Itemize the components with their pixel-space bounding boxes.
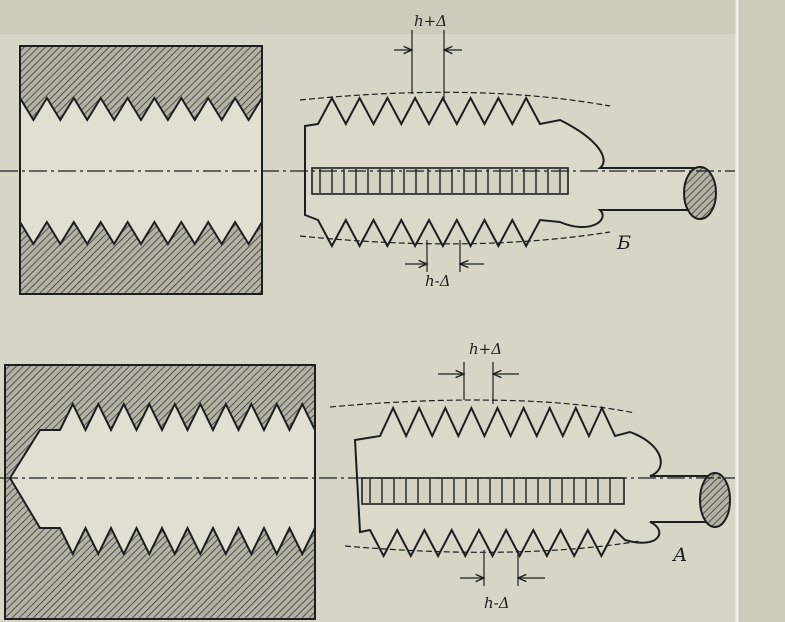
dimension-top-upper [394, 30, 462, 100]
dimension-label-top-upper: h+Δ [414, 12, 448, 30]
dimension-label-top-lower: h-Δ [425, 272, 451, 290]
dimension-top-lower [405, 240, 484, 272]
view-label-top: Б [617, 232, 631, 254]
tap-bottom [329, 399, 731, 559]
dimension-label-bottom-upper: h+Δ [469, 340, 503, 358]
view-label-bottom: А [673, 544, 688, 566]
nut-section-bottom [4, 364, 316, 620]
dimension-bottom-lower [460, 550, 545, 586]
dimension-label-bottom-lower: h-Δ [484, 594, 510, 612]
nut-section-top [19, 45, 263, 295]
dimension-bottom-upper [438, 362, 519, 404]
tap-top [299, 91, 717, 249]
